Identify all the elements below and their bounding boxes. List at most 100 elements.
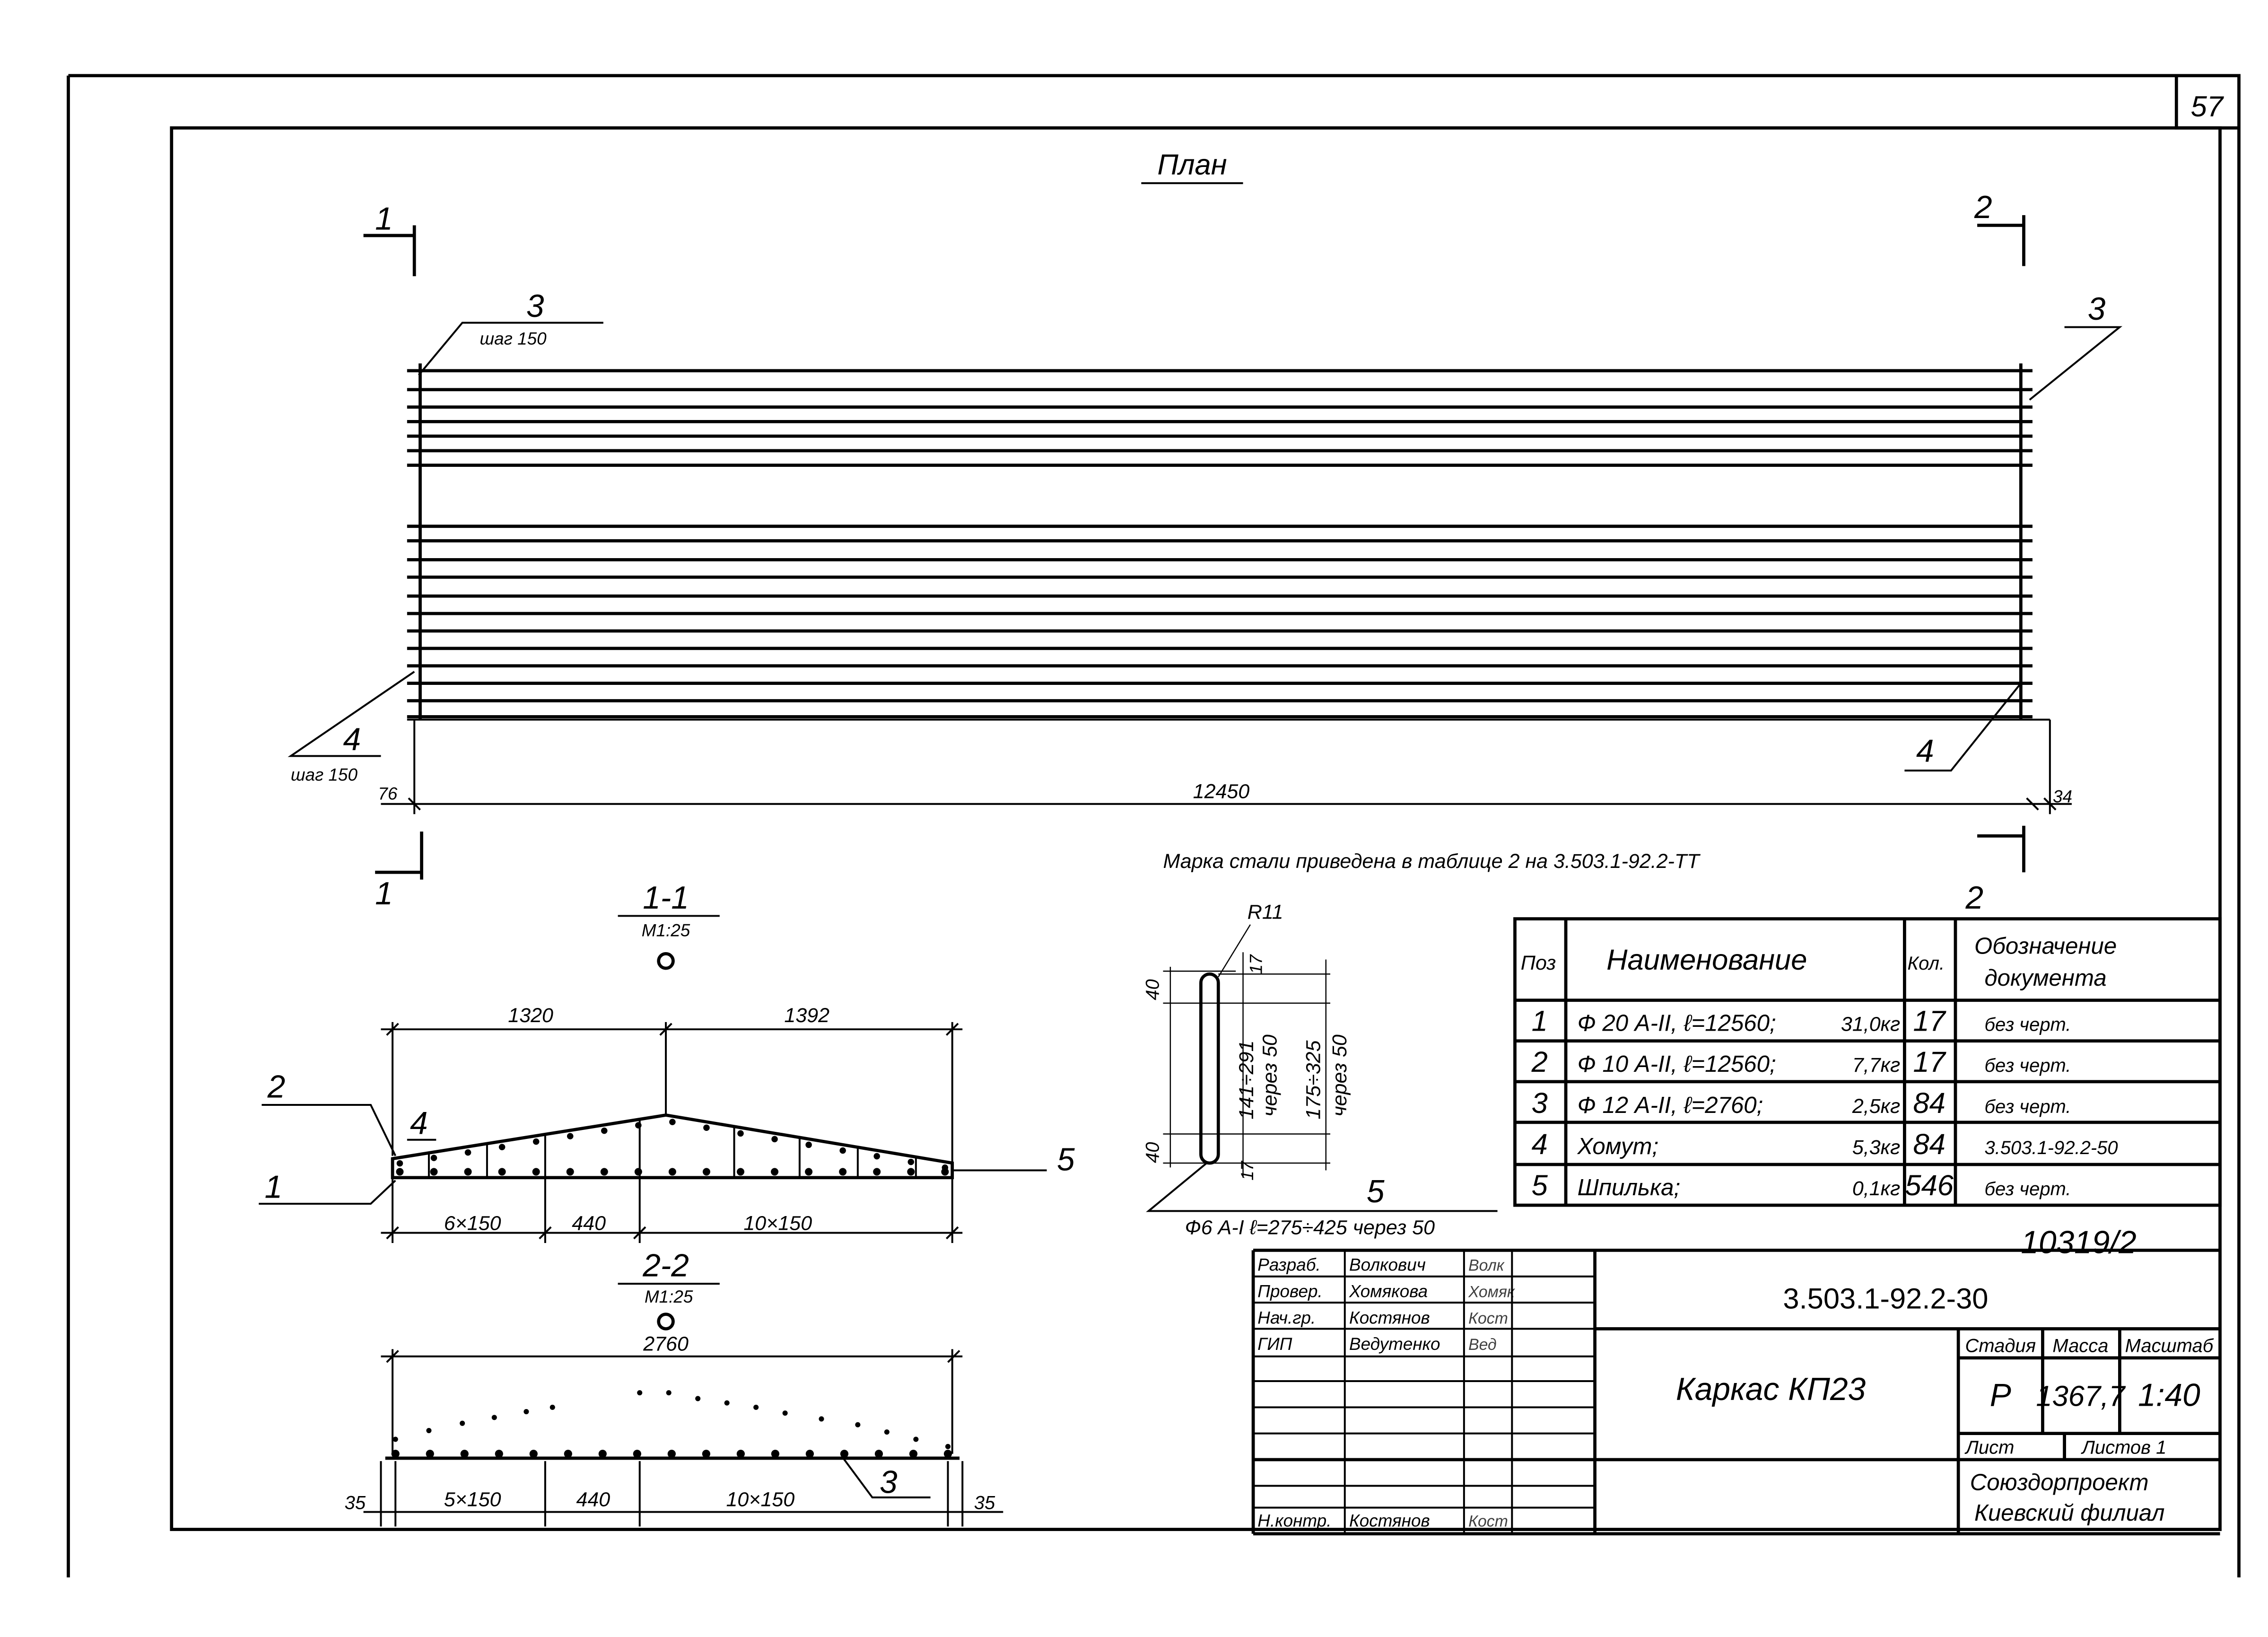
section-mark-2-bottom: 2 [1965,825,2025,916]
spec-cell-pos: 2 [1531,1046,1548,1078]
role-person: Костянов [1349,1308,1430,1327]
rebar-dot-bottom [495,1450,503,1458]
rebar-dot-top [426,1428,432,1434]
spec-cell-pos: 5 [1532,1169,1548,1202]
spec-header-qty: Кол. [1908,953,1945,974]
svg-text:1: 1 [375,876,393,911]
pin-dim-inner: 141÷291 [1235,1041,1258,1120]
spec-header-name: Наименование [1606,944,1807,976]
pin-dim-top: 40 [1142,979,1163,1000]
spec-cell-qty: 84 [1913,1128,1945,1161]
pin-dim-bottom: 40 [1142,1142,1163,1163]
rebar-dot-top [819,1416,824,1422]
sheet-frame [67,74,2241,1577]
svg-text:2: 2 [1965,880,1984,916]
spec-cell-qty: 17 [1913,1046,1946,1078]
pin-dim-outer: 175÷325 [1302,1040,1325,1120]
rebar-dot-top [855,1422,861,1427]
rebar-dot-top [945,1444,951,1449]
rebar-dot-top [523,1409,529,1415]
sheet-label: Лист [1964,1437,2015,1458]
pin-dim-17-top: 17 [1247,954,1266,974]
section-1-1-pos5: 5 [1057,1142,1075,1177]
rebar-dot-bottom [529,1450,538,1458]
plan-pos3-right: 3 [2088,291,2106,327]
rebar-dot-top [498,1144,506,1150]
section-2-2-dim-b1: 5×150 [444,1488,501,1511]
plan-pos4-step: шаг 150 [291,765,358,785]
section-2-2-scale: М1:25 [645,1287,693,1306]
spec-cell-mass: 2,5кг [1852,1095,1900,1118]
spec-cell-pos: 3 [1532,1087,1548,1120]
role-title: Разраб. [1257,1255,1320,1274]
role-signature: Кост [1468,1309,1508,1327]
mass-label: Масса [2052,1336,2108,1357]
section-2-2-rebar-dots [391,1390,952,1458]
rebar-dot-top [567,1133,574,1139]
svg-text:1: 1 [375,201,393,237]
section-1-1-dim-b2: 440 [572,1212,606,1234]
section-1-1: 1-1 М1:25 1320 1392 2 4 1 5 6×150 440 10… [259,880,1075,1243]
section-1-1-scale: М1:25 [642,920,690,940]
rebar-dot-top [430,1155,437,1161]
spec-cell-qty: 84 [1913,1087,1945,1120]
mass-value: 1367,7 [2036,1380,2126,1412]
section-2-2-dim-b0: 35 [345,1493,366,1514]
section-1-1-dim-right: 1392 [784,1004,829,1027]
plan-pos3-step: шаг 150 [480,329,547,348]
role-person: Ведутенко [1349,1334,1440,1354]
rebar-dot-top [913,1436,919,1442]
rebar-dot-bottom [600,1168,608,1176]
rebar-dot-bottom [391,1450,400,1458]
rebar-dot-top [839,1147,846,1154]
section-2-2-dim-b3: 10×150 [726,1488,795,1511]
norm-control-signature: Кост [1468,1512,1508,1530]
section-2-2: 2-2 М1:25 2760 3 35 5×150 440 10×150 35 [345,1248,1003,1527]
pin-dim-outer-step: через 50 [1328,1034,1351,1116]
sheets-count: Листов 1 [2080,1437,2166,1458]
spec-cell-pos: 1 [1532,1005,1548,1037]
rebar-dot-top [942,1164,949,1171]
plan-dim-left: 76 [378,784,398,804]
section-2-2-pos3: 3 [880,1465,898,1500]
rebar-dot-top [635,1122,642,1129]
rebar-dot-top [393,1436,398,1442]
rebar-dot-bottom [702,1450,710,1458]
rebar-dot-top [666,1390,672,1396]
plan-pos4-right: 4 [1916,734,1934,769]
role-signature: Волк [1468,1256,1505,1274]
spec-cell-name: Шпилька; [1578,1174,1681,1200]
rebar-dot-top [771,1136,778,1143]
section-1-1-title: 1-1 [643,880,689,916]
spec-header-doc-1: Обозначение [1974,933,2117,959]
plan-dim-right: 34 [2053,787,2072,806]
rebar-dot-bottom [566,1168,574,1176]
rebar-dot-top [753,1404,759,1410]
spec-cell-doc: без черт. [1985,1096,2071,1117]
rebar-dot-bottom [874,1450,883,1458]
role-title: ГИП [1257,1334,1292,1354]
spec-cell-qty: 17 [1913,1005,1946,1037]
rebar-dot-bottom [430,1168,438,1176]
rebar-dot-top [637,1390,643,1396]
rebar-dot-bottom [532,1168,540,1176]
rebar-dot-bottom [668,1168,676,1176]
drawing-title: Каркас КП23 [1676,1372,1866,1407]
scale-value: 1:40 [2138,1377,2200,1413]
inventory-number: 10319/2 [2021,1225,2136,1261]
section-2-2-title: 2-2 [642,1248,689,1284]
rebar-dot-bottom [634,1168,642,1176]
rebar-dot-top [724,1400,730,1406]
rebar-dot-top [550,1404,555,1410]
role-signature: Хомяк [1468,1283,1516,1301]
rebar-dot-top [464,1149,471,1156]
